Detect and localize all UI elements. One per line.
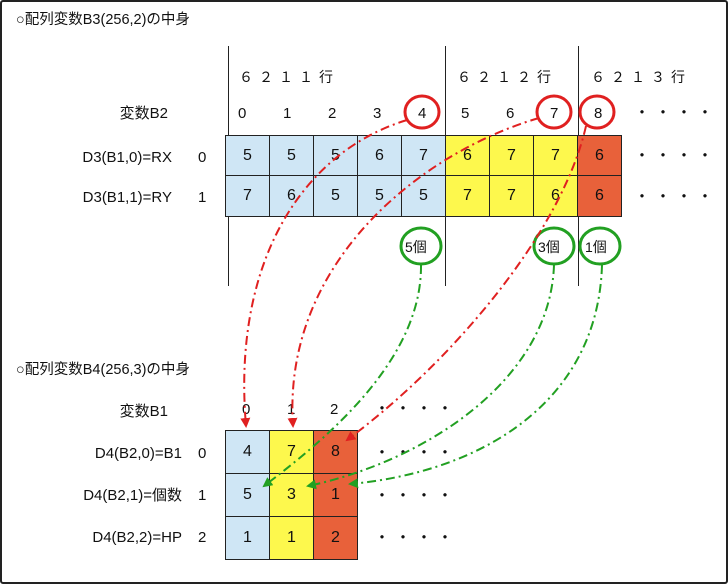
circle-index-8 [578, 94, 616, 130]
row-label-ry: D3(B1,1)=RY [82, 189, 172, 206]
arrow-red-7 [287, 117, 540, 428]
index-b1-0: 0 [242, 401, 251, 418]
cell-hp-1: 1 [269, 516, 314, 560]
count-label-5: 5個 [405, 239, 427, 255]
count-label-1: 1個 [585, 239, 607, 255]
index-b2-3: 3 [373, 105, 382, 122]
cell-ry-4: 5 [401, 175, 446, 217]
group-label-6213: ６２１３行 [591, 69, 691, 85]
index-b1-1: 1 [287, 401, 296, 418]
cell-b1-1: 7 [269, 430, 314, 474]
cell-ry-1: 6 [269, 175, 314, 217]
arrow-green-1 [348, 264, 603, 489]
index-b2-6: 6 [506, 105, 515, 122]
row-index-b-1: 1 [198, 487, 207, 504]
circle-count-3 [532, 226, 576, 266]
index-label-b2: 変数B2 [119, 105, 168, 122]
index-b1-2: 2 [330, 401, 339, 418]
circle-count-1 [578, 226, 622, 266]
index-b2-0: 0 [238, 105, 247, 122]
row-index-b-2: 2 [198, 529, 207, 546]
cell-hp-2: 2 [313, 516, 358, 560]
arrow-red-8 [345, 125, 587, 442]
ellipsis-index-top: ・・・・ [634, 105, 719, 122]
circle-count-5 [399, 226, 443, 266]
title-b3: ○配列変数B3(256,2)の中身 [16, 12, 190, 28]
circle-index-7 [535, 94, 573, 130]
count-label-3: 3個 [538, 239, 560, 255]
row-label-count: D4(B2,1)=個数 [83, 487, 182, 504]
cell-rx-4: 7 [401, 135, 446, 176]
ellipsis-index-bottom: ・・・・ [374, 401, 459, 418]
ellipsis-count: ・・・・ [374, 488, 459, 505]
index-b2-1: 1 [283, 105, 292, 122]
row-index-1: 1 [198, 189, 207, 206]
group-label-6212: ６２１２行 [457, 69, 557, 85]
cell-rx-3: 6 [357, 135, 402, 176]
index-b2-7: 7 [550, 105, 559, 122]
index-label-b1: 変数B1 [119, 403, 168, 420]
cell-rx-8: 6 [577, 135, 622, 176]
cell-rx-2: 5 [313, 135, 358, 176]
cell-ry-0: 7 [225, 175, 270, 217]
ellipsis-ry: ・・・・ [634, 189, 719, 206]
arrow-green-5 [262, 264, 423, 488]
arrow-green-3 [306, 264, 555, 490]
index-b2-4: 4 [418, 105, 427, 122]
cell-ry-8: 6 [577, 175, 622, 217]
group-label-6211: ６２１１行 [239, 69, 339, 85]
arrow-red-4 [240, 119, 408, 428]
circle-index-4 [403, 94, 441, 130]
cell-hp-0: 1 [225, 516, 270, 560]
ellipsis-rx: ・・・・ [634, 148, 719, 165]
cell-b1-0: 4 [225, 430, 270, 474]
row-label-rx: D3(B1,0)=RX [82, 149, 172, 166]
cell-rx-7: 7 [533, 135, 578, 176]
ellipsis-b1: ・・・・ [374, 445, 459, 462]
index-b2-8: 8 [594, 105, 603, 122]
title-b4: ○配列変数B4(256,3)の中身 [16, 362, 190, 378]
cell-ry-5: 7 [445, 175, 490, 217]
index-b2-5: 5 [461, 105, 470, 122]
row-index-0: 0 [198, 149, 207, 166]
row-label-hp: D4(B2,2)=HP [92, 529, 182, 546]
ellipsis-hp: ・・・・ [374, 530, 459, 547]
row-index-b-0: 0 [198, 445, 207, 462]
cell-ry-6: 7 [489, 175, 534, 217]
index-b2-2: 2 [328, 105, 337, 122]
cell-ry-7: 6 [533, 175, 578, 217]
row-label-b1: D4(B2,0)=B1 [94, 445, 182, 462]
